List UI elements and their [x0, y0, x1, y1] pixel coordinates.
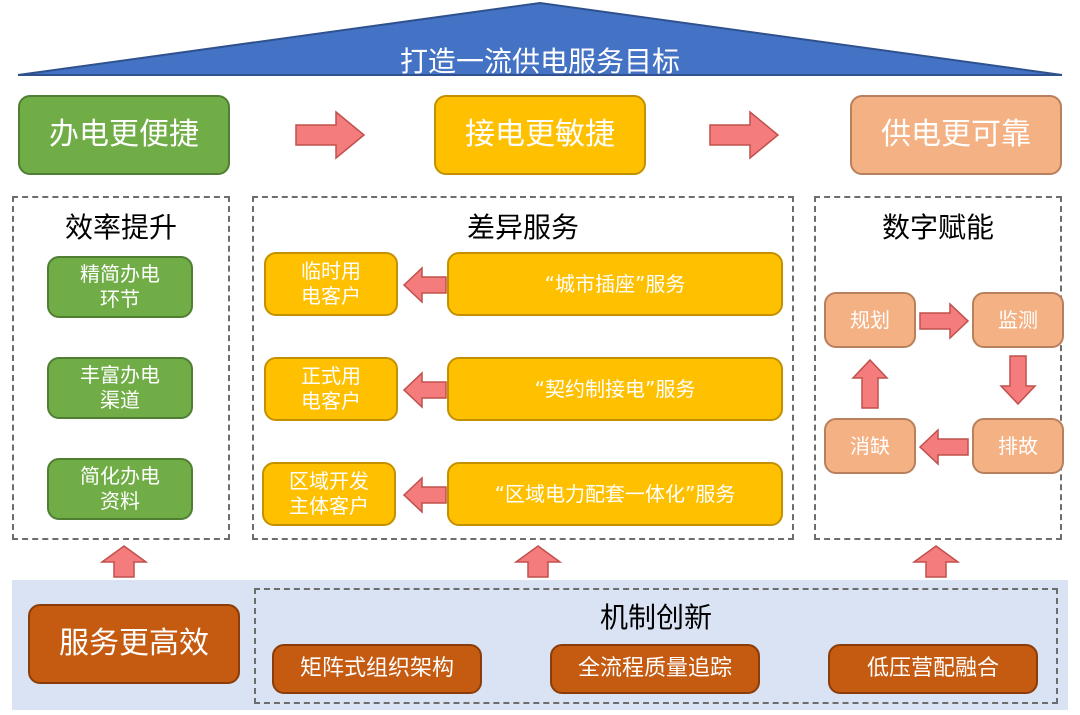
- goal-arrow-right-2: [709, 110, 780, 160]
- efficiency-panel: [12, 196, 230, 540]
- cycle-plan: 规划: [824, 292, 916, 348]
- efficiency-title: 效率提升: [64, 211, 177, 244]
- digital-title: 数字赋能: [881, 211, 994, 244]
- cycle-arrow-left: [918, 428, 969, 466]
- efficiency-item-3: 简化办电 资料: [47, 458, 193, 520]
- customer-regional-developer: 区域开发 主体客户: [262, 462, 396, 526]
- mechanism-title: 机制创新: [599, 601, 712, 634]
- cycle-troubleshoot: 排故: [972, 418, 1064, 474]
- efficient-service-box: 服务更高效: [28, 604, 240, 684]
- efficiency-item-2: 丰富办电 渠道: [47, 357, 193, 419]
- cycle-arrow-up: [851, 358, 889, 409]
- customer-temporary: 临时用 电客户: [264, 252, 398, 316]
- differentiated-panel: [252, 196, 794, 540]
- diff-arrow-left-1: [402, 266, 447, 304]
- cycle-arrow-right: [919, 302, 970, 340]
- up-arrow-efficiency: [99, 545, 149, 578]
- service-contract-connection: “契约制接电”服务: [447, 357, 783, 421]
- mechanism-low-voltage-integration: 低压营配融合: [828, 644, 1038, 694]
- roof-triangle: [17, 1, 1063, 76]
- goal-agile: 接电更敏捷: [434, 95, 646, 175]
- goal-reliable: 供电更可靠: [850, 95, 1062, 175]
- service-regional-integration: “区域电力配套一体化”服务: [447, 462, 783, 526]
- diff-arrow-left-3: [402, 476, 447, 514]
- goal-convenient: 办电更便捷: [18, 95, 230, 175]
- mechanism-quality-tracking: 全流程质量追踪: [550, 644, 760, 694]
- customer-formal: 正式用 电客户: [264, 357, 398, 421]
- mechanism-panel: [254, 588, 1058, 704]
- goal-arrow-right-1: [295, 110, 366, 160]
- up-arrow-differentiated: [513, 545, 563, 578]
- service-city-socket: “城市插座”服务: [447, 252, 783, 316]
- up-arrow-digital: [911, 545, 961, 578]
- differentiated-title: 差异服务: [466, 211, 579, 244]
- roof-title: 打造一流供电服务目标: [399, 45, 680, 78]
- cycle-arrow-down: [999, 355, 1037, 406]
- mechanism-matrix-org: 矩阵式组织架构: [272, 644, 482, 694]
- efficiency-item-1: 精简办电 环节: [47, 256, 193, 318]
- diff-arrow-left-2: [402, 371, 447, 409]
- digital-panel: [814, 196, 1062, 540]
- cycle-monitor: 监测: [972, 292, 1064, 348]
- cycle-fix: 消缺: [824, 418, 916, 474]
